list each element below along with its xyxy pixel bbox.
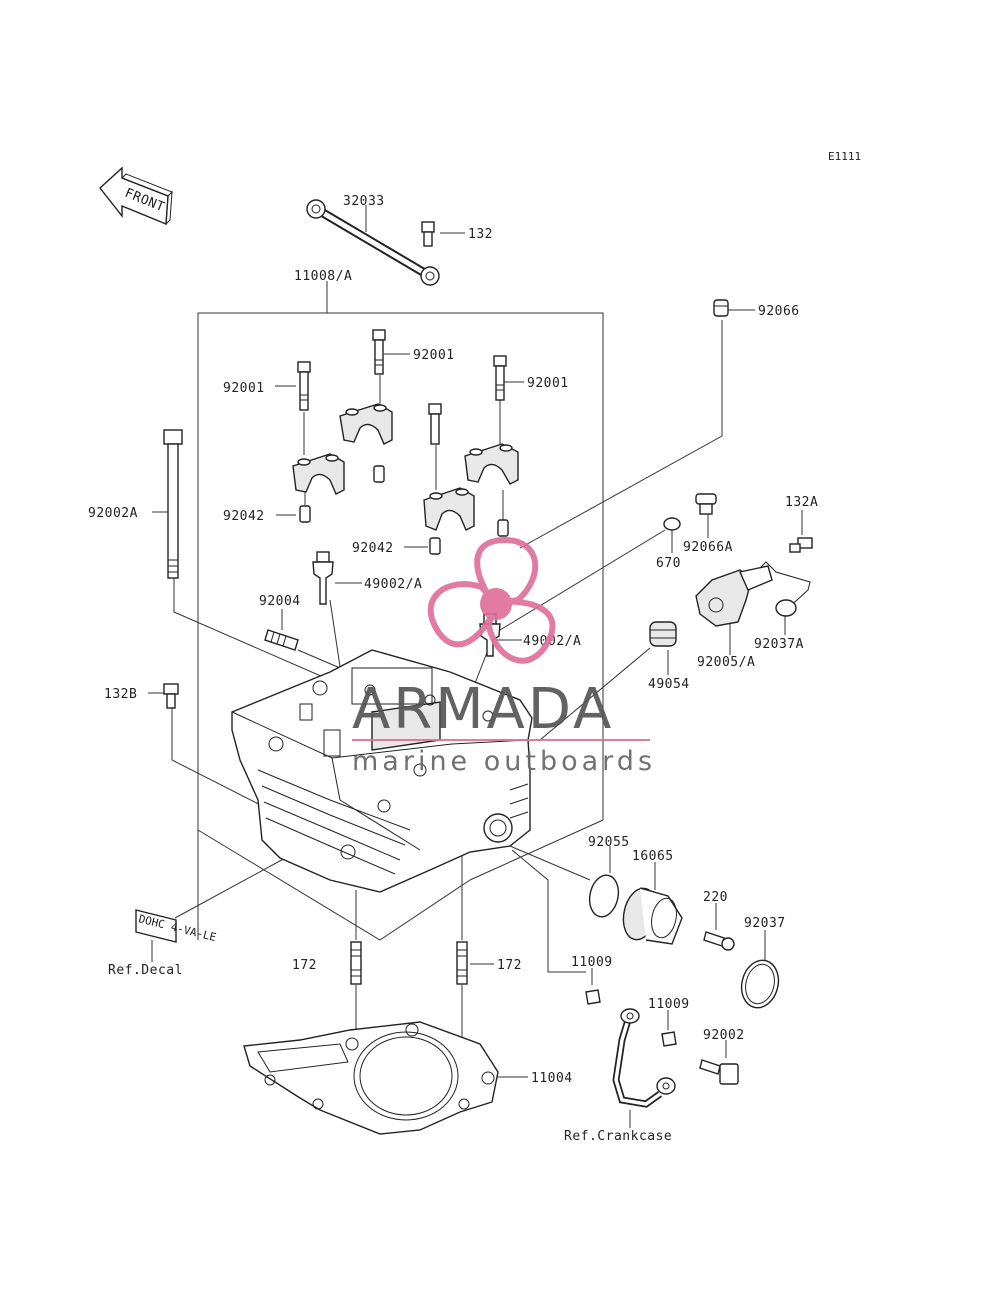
bolt-92001-left-part	[297, 361, 311, 411]
breather-bar-part	[306, 199, 440, 286]
label-132: 132	[468, 227, 493, 242]
label-32033: 32033	[343, 194, 385, 209]
stud-92004-part	[264, 629, 299, 651]
washer-11009-upper-part	[585, 989, 601, 1005]
label-92037: 92037	[744, 916, 786, 931]
label-11009-lower: 11009	[648, 997, 690, 1012]
dowel-pin-92042-left-part	[299, 505, 311, 523]
stud-172-left-part	[350, 941, 362, 985]
label-92042-left: 92042	[223, 509, 265, 524]
label-11004: 11004	[531, 1071, 573, 1086]
o-ring-670-part	[663, 517, 681, 531]
label-ref-crankcase: Ref.Crankcase	[564, 1129, 672, 1144]
label-49054: 49054	[648, 677, 690, 692]
label-11008A: 11008/A	[294, 269, 352, 284]
camshaft-cap-right-part	[464, 443, 519, 485]
bolt-132-part	[421, 221, 435, 247]
label-16065: 16065	[632, 849, 674, 864]
oil-pipe-part	[612, 1008, 676, 1108]
label-92002: 92002	[703, 1028, 745, 1043]
stud-172-right-part	[456, 941, 468, 985]
label-49002A-upper: 49002/A	[364, 577, 422, 592]
front-arrow-icon: FRONT	[99, 166, 173, 226]
label-132A: 132A	[785, 495, 818, 510]
label-ref-decal: Ref.Decal	[108, 963, 183, 978]
plug-49054-part	[649, 621, 677, 647]
label-220: 220	[703, 890, 728, 905]
dowel-pin-92042-center-part	[429, 537, 441, 555]
cap-92066-part	[713, 299, 729, 317]
screw-220-part	[703, 931, 735, 951]
label-132B: 132B	[104, 687, 137, 702]
label-11009-upper: 11009	[571, 955, 613, 970]
water-fitting-92005A-part	[695, 565, 773, 627]
plug-92066A-part	[695, 493, 717, 515]
bolt-92002-part	[699, 1059, 739, 1085]
label-92001-center: 92001	[413, 348, 455, 363]
bolt-132A-part	[789, 537, 813, 553]
gasket-11004-part	[243, 1021, 499, 1135]
diagram-code: E1111	[828, 150, 861, 163]
label-92004: 92004	[259, 594, 301, 609]
camshaft-cap-lower-part	[423, 487, 475, 531]
clamp-92037A-part	[759, 561, 811, 617]
label-172-right: 172	[497, 958, 522, 973]
label-92037A: 92037A	[754, 637, 804, 652]
bolt-small-center-part	[428, 403, 442, 445]
decal-part: DOHC 4-VA-LE	[135, 909, 218, 944]
intake-holder-16065-part	[622, 887, 683, 945]
bolt-132B-part	[163, 683, 179, 709]
propeller-icon	[427, 536, 556, 664]
camshaft-cap-center-part	[339, 403, 393, 445]
watermark-brand: ARMADA	[352, 677, 614, 742]
label-49002A-lower: 49002/A	[523, 634, 581, 649]
label-92066A: 92066A	[683, 540, 733, 555]
label-172-left: 172	[292, 958, 317, 973]
label-92005A: 92005/A	[697, 655, 755, 670]
long-bolt-92002A-part	[163, 429, 183, 579]
label-92066: 92066	[758, 304, 800, 319]
armada-watermark: ARMADA marine outboards	[352, 536, 656, 777]
label-92001-left: 92001	[223, 381, 265, 396]
label-670: 670	[656, 556, 681, 571]
tappet-49002A-upper-part	[312, 551, 334, 605]
camshaft-cap-left-part	[292, 453, 345, 495]
label-92055: 92055	[588, 835, 630, 850]
bolt-92001-right-part	[493, 355, 507, 401]
dowel-pin-upper-part	[373, 465, 509, 537]
o-ring-92055-part	[588, 874, 620, 918]
label-92001-right: 92001	[527, 376, 569, 391]
bolt-92001-center-part	[372, 329, 386, 375]
cylinder-head-part	[231, 649, 533, 893]
label-92042-center: 92042	[352, 541, 394, 556]
watermark-tagline: marine outboards	[352, 746, 656, 777]
label-92002A: 92002A	[88, 506, 138, 521]
washer-11009-lower-part	[661, 1031, 677, 1047]
clamp-92037-part	[740, 959, 780, 1009]
part-number-labels: 32033 132 11008/A 92066 92001 92001 9200…	[88, 194, 818, 1144]
